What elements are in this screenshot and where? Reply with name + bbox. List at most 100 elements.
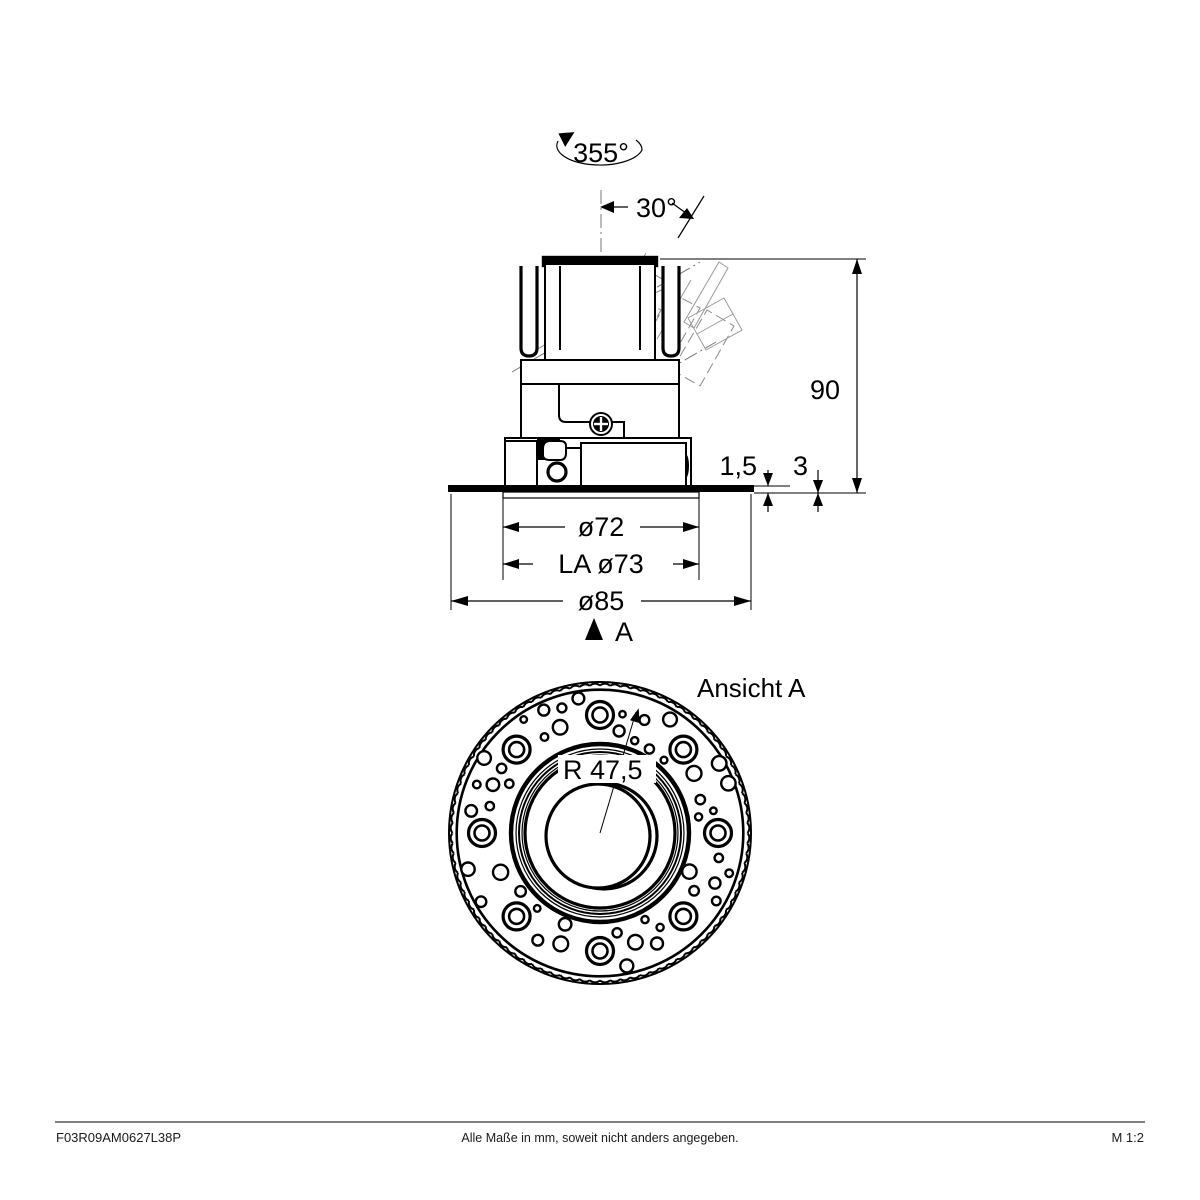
speckle-hole: [531, 933, 545, 947]
lamp-aperture: [544, 781, 659, 891]
speckle-hole: [474, 895, 488, 909]
radius-leader-r47-5: R 47,5: [558, 708, 656, 834]
dimension-diameter-72: ø72: [502, 498, 700, 546]
dimension-height-90: 90: [660, 258, 866, 494]
rotation-arrowhead: [558, 132, 575, 147]
tilt-arrowhead-left: [600, 201, 614, 213]
dimension-diameter-85: ø85: [450, 494, 752, 616]
speckle-hole: [611, 927, 623, 939]
flange-plate: [448, 485, 754, 492]
speckle-hole: [661, 711, 679, 728]
ceiling-flange: [448, 485, 754, 499]
speckle-hole: [618, 709, 627, 719]
speckle-hole: [626, 933, 644, 951]
mounting-hole: [591, 942, 609, 960]
dim85-arrow-right: [734, 596, 751, 606]
mounting-holes: [466, 699, 734, 967]
speckle-hole: [552, 935, 570, 953]
rim-texture: [449, 682, 751, 984]
radius-leader-arrowhead: [629, 708, 640, 724]
dimension-cutout-la73: LA ø73: [502, 546, 700, 580]
dim-3-label: 3: [793, 451, 808, 481]
speckle-hole: [519, 715, 529, 725]
speckle-hole: [649, 936, 665, 951]
speckle-hole: [724, 868, 735, 879]
footer: F03R09AM0627L38P Alle Maße in mm, soweit…: [55, 1121, 1145, 1145]
dim72-arrow-left: [503, 522, 519, 532]
mounting-hole: [507, 740, 526, 759]
speckle-hole: [471, 779, 482, 790]
speckle-holes: [460, 691, 737, 974]
speckle-hole: [476, 750, 493, 767]
dim-1-5-label: 1,5: [719, 451, 757, 481]
speckle-hole: [643, 743, 656, 755]
dim-85-label: ø85: [578, 586, 625, 616]
speckle-hole: [557, 916, 573, 932]
terminal-hole: [546, 461, 568, 483]
dim3-arrow-bottom: [813, 493, 823, 506]
mounting-hole: [709, 824, 727, 842]
speckle-hole: [491, 863, 510, 882]
mounting-hole: [674, 740, 693, 759]
scallop-path: [449, 682, 751, 984]
speckle-hole: [539, 732, 550, 743]
rotation-label-355: 355°: [573, 138, 629, 168]
speckle-hole: [694, 793, 707, 806]
speckle-hole: [655, 922, 665, 933]
dim3-arrow-top: [813, 480, 823, 493]
section-arrowhead: [585, 618, 603, 640]
section-label-a: A: [615, 617, 633, 647]
bottom-view-ansicht-a: Ansicht A: [448, 673, 806, 985]
speckle-hole: [688, 884, 701, 897]
mounting-base: [504, 437, 692, 487]
speckle-hole: [484, 800, 496, 812]
units-note: Alle Maße in mm, soweit nicht anders ang…: [461, 1131, 738, 1145]
speckle-hole: [708, 806, 718, 816]
speckle-hole: [464, 803, 479, 818]
bottom-view-label: Ansicht A: [697, 673, 806, 703]
dim-la73-label: LA ø73: [558, 549, 644, 579]
tilt-pivot-bracket: [558, 384, 625, 438]
speckle-hole: [503, 778, 515, 790]
speckle-hole: [708, 876, 722, 890]
dim72-arrow-right: [683, 522, 699, 532]
tilt-axis-tick: [677, 195, 705, 239]
speckle-hole: [619, 958, 635, 974]
dim90-arrow-top: [852, 259, 862, 274]
mounting-hole: [591, 706, 609, 724]
dim-height-90-label: 90: [810, 375, 840, 405]
tilt-indicator-30: [600, 195, 705, 239]
speckle-hole: [640, 914, 650, 925]
radius-label-r47-5: R 47,5: [563, 755, 643, 785]
speckle-hole: [638, 713, 651, 727]
flange-rim: [502, 491, 700, 499]
scale-label: M 1:2: [1111, 1130, 1144, 1145]
tilt-arrowhead-right: [679, 208, 694, 219]
dim85-arrow-left: [451, 596, 468, 606]
mounting-hole: [473, 824, 491, 842]
speckle-hole: [556, 702, 568, 714]
speckle-hole: [571, 691, 586, 706]
speckle-hole: [720, 774, 737, 792]
mounting-hole: [507, 907, 526, 926]
dimension-thickness-1-5: 1,5: [719, 451, 790, 512]
tilt-label-30: 30°: [636, 193, 677, 223]
speckle-hole: [629, 735, 640, 746]
dim15-arrow-bottom: [763, 493, 773, 506]
article-code: F03R09AM0627L38P: [56, 1130, 181, 1145]
dim90-arrow-bottom: [852, 478, 862, 493]
housing-top-fins: [519, 255, 681, 363]
dim15-arrow-top: [763, 473, 773, 486]
speckle-hole: [693, 812, 704, 822]
speckle-hole: [713, 852, 725, 864]
dim-72-label: ø72: [578, 512, 625, 542]
speckle-hole: [710, 895, 722, 907]
speckle-hole: [685, 764, 703, 783]
speckle-hole: [485, 777, 501, 793]
dimla73-arrow-left: [503, 559, 519, 569]
speckle-hole: [710, 754, 728, 772]
speckle-hole: [612, 724, 626, 738]
section-arrow-a: A: [585, 617, 633, 647]
